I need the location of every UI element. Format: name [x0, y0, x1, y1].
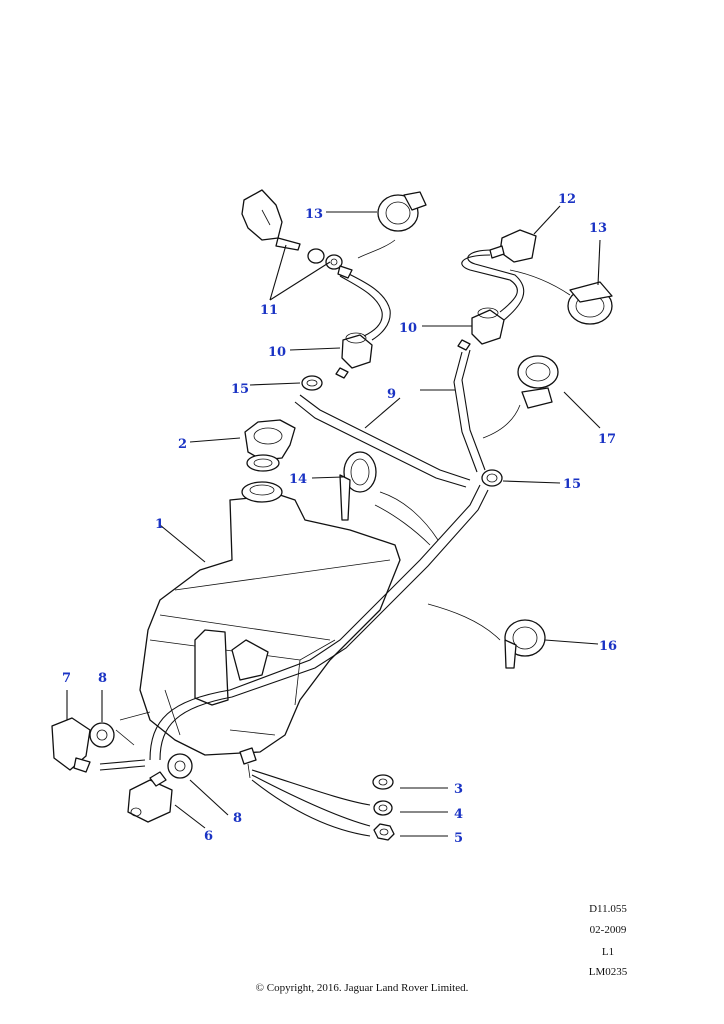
- callout-13-right[interactable]: 13: [589, 221, 607, 236]
- cable-tie-upper: [339, 451, 377, 521]
- leader-lines: [66, 205, 601, 837]
- callout-15-right[interactable]: 15: [563, 477, 581, 492]
- washer-hose: [99, 349, 489, 771]
- callout-15-upper[interactable]: 15: [231, 382, 249, 397]
- diagram-code: D11.055: [589, 903, 627, 915]
- non-return-valve-right: [457, 307, 505, 351]
- diagram-ref: LM0235: [588, 966, 628, 978]
- callout-10-left[interactable]: 10: [268, 345, 286, 360]
- diagram-date: 02-2009: [589, 924, 627, 936]
- non-return-valve-left: [335, 332, 373, 379]
- diagram-level: L1: [601, 946, 615, 958]
- callout-2[interactable]: 2: [178, 437, 187, 452]
- reservoir-filler-neck: [241, 481, 283, 503]
- pump-grommet-front: [167, 753, 193, 779]
- callout-8-front[interactable]: 8: [233, 811, 242, 826]
- callout-7[interactable]: 7: [62, 671, 71, 686]
- mounting-stud: [239, 747, 257, 779]
- nut: [373, 823, 395, 841]
- callout-6[interactable]: 6: [204, 829, 213, 844]
- callout-14[interactable]: 14: [289, 472, 307, 487]
- filler-cap: [244, 419, 296, 472]
- hose-connector-right: [481, 469, 503, 487]
- callout-11[interactable]: 11: [260, 303, 278, 318]
- washer-reservoir: [139, 494, 401, 756]
- callout-16[interactable]: 16: [599, 639, 617, 654]
- pump-grommet-rear: [89, 722, 115, 748]
- hose-clip-upper-left: [377, 191, 427, 232]
- callout-4[interactable]: 4: [454, 807, 463, 822]
- washer-pump-rear: [51, 717, 91, 773]
- cable-tie-lower: [504, 619, 546, 669]
- hose-clip-upper-right: [567, 281, 613, 325]
- callout-13-left[interactable]: 13: [305, 207, 323, 222]
- callout-9[interactable]: 9: [387, 387, 396, 402]
- hose-connector-upper: [301, 375, 323, 391]
- washer-pump-front: [127, 771, 173, 823]
- callout-10-right[interactable]: 10: [399, 321, 417, 336]
- hose-clip-lower: [517, 355, 559, 409]
- callout-17[interactable]: 17: [598, 432, 616, 447]
- washer-jet-right: [489, 229, 537, 263]
- washer-jet-left: [241, 189, 353, 279]
- callout-5[interactable]: 5: [454, 831, 463, 846]
- callout-1[interactable]: 1: [155, 517, 164, 532]
- spring-washer: [373, 800, 393, 816]
- callout-12[interactable]: 12: [558, 192, 576, 207]
- callout-8-rear[interactable]: 8: [98, 671, 107, 686]
- flat-washer: [372, 774, 394, 790]
- callout-3[interactable]: 3: [454, 782, 463, 797]
- copyright-notice: © Copyright, 2016. Jaguar Land Rover Lim…: [255, 982, 469, 994]
